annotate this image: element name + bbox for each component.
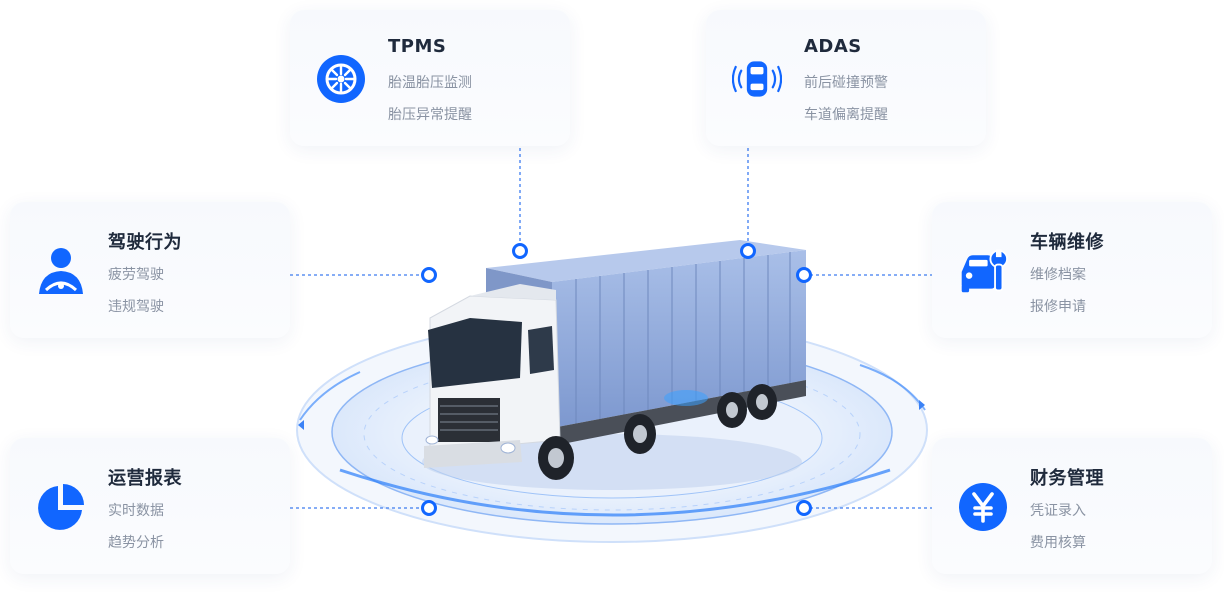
car-radar-icon: [732, 54, 782, 104]
connector-dots: [421, 243, 812, 516]
card-feature: 违规驾驶: [108, 299, 164, 315]
card-title: 运营报表: [108, 468, 182, 489]
card-feature: 报修申请: [1030, 299, 1086, 315]
car-wrench-icon: [958, 246, 1008, 296]
feature-card-operations-report[interactable]: 运营报表 实时数据 趋势分析: [10, 438, 290, 574]
card-feature: 前后碰撞预警: [804, 75, 888, 91]
connector-lines: [290, 148, 932, 509]
card-title: 驾驶行为: [108, 232, 182, 253]
platform: [296, 317, 928, 543]
feature-card-driving-behavior[interactable]: 驾驶行为 疲劳驾驶 违规驾驶: [10, 202, 290, 338]
truck-image: [424, 240, 806, 480]
card-feature: 胎温胎压监测: [388, 75, 472, 91]
card-feature: 维修档案: [1030, 267, 1086, 283]
yuan-icon: [958, 482, 1008, 532]
feature-card-vehicle-repair[interactable]: 车辆维修 维修档案 报修申请: [932, 202, 1212, 338]
card-title: 车辆维修: [1030, 232, 1104, 253]
card-feature: 费用核算: [1030, 535, 1086, 551]
driver-icon: [36, 246, 86, 296]
feature-card-finance[interactable]: 财务管理 凭证录入 费用核算: [932, 438, 1212, 574]
card-feature: 凭证录入: [1030, 503, 1086, 519]
feature-card-adas[interactable]: ADAS 前后碰撞预警 车道偏离提醒: [706, 10, 986, 146]
card-title: 财务管理: [1030, 468, 1104, 489]
card-feature: 胎压异常提醒: [388, 107, 472, 123]
card-feature: 疲劳驾驶: [108, 267, 164, 283]
card-title: TPMS: [388, 36, 447, 57]
card-feature: 实时数据: [108, 503, 164, 519]
card-title: ADAS: [804, 36, 862, 57]
feature-card-tpms[interactable]: TPMS 胎温胎压监测 胎压异常提醒: [290, 10, 570, 146]
pie-chart-icon: [36, 482, 86, 532]
tire-icon: [316, 54, 366, 104]
card-feature: 车道偏离提醒: [804, 107, 888, 123]
card-feature: 趋势分析: [108, 535, 164, 551]
